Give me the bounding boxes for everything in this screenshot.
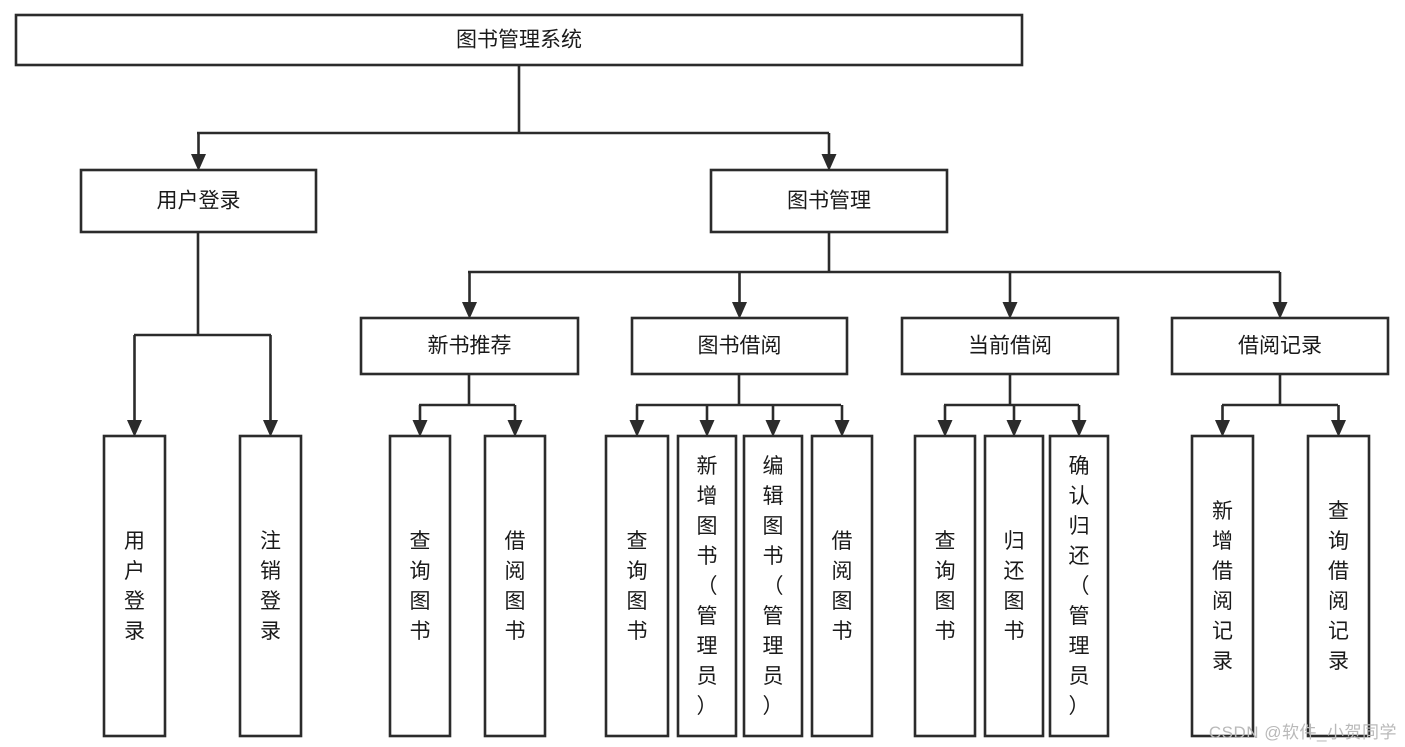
node-l2-user-login[interactable]: 用户登录 <box>79 168 318 234</box>
node-root[interactable]: 图书管理系统 <box>14 13 1024 67</box>
edges-layer <box>127 65 1346 437</box>
node-label: 新增图书（管理员） <box>697 455 718 718</box>
connector-book-borrow-split <box>636 374 841 407</box>
node-label: 新书推荐 <box>428 335 512 358</box>
node-leaf-borrow-book-1[interactable]: 借阅图书 <box>483 434 547 738</box>
connector-new-book-rec-split <box>419 374 515 407</box>
csdn-watermark: CSDN @软件_小贺同学 <box>1208 723 1397 742</box>
edge-l3_current_borrow-to-leaf_confirm_return <box>1071 405 1087 437</box>
node-label: 图书借阅 <box>698 335 782 358</box>
node-l3-borrow-record[interactable]: 借阅记录 <box>1170 316 1390 376</box>
node-leaf-logout[interactable]: 注销登录 <box>238 434 303 738</box>
node-label: 查询借阅记录 <box>1328 500 1349 673</box>
node-l2-book-manage[interactable]: 图书管理 <box>709 168 949 234</box>
edge-l2_user_login-to-leaf_user_login <box>127 335 142 437</box>
edge-root-to-l2_user_login <box>191 133 206 171</box>
edge-l3_new_book_rec-to-leaf_borrow_book_1 <box>507 405 523 437</box>
node-label: 图书管理 <box>787 190 871 213</box>
node-leaf-edit-book[interactable]: 编辑图书（管理员） <box>742 434 804 738</box>
node-label: 当前借阅 <box>968 335 1052 358</box>
node-leaf-add-record[interactable]: 新增借阅记录 <box>1190 434 1255 738</box>
node-label: 新增借阅记录 <box>1212 500 1233 673</box>
node-label: 查询图书 <box>935 530 956 643</box>
node-leaf-query-book-2[interactable]: 查询图书 <box>604 434 670 738</box>
nodes-layer: 图书管理系统用户登录图书管理新书推荐图书借阅当前借阅借阅记录用户登录注销登录查询… <box>14 13 1390 738</box>
node-label: 用户登录 <box>124 530 145 643</box>
node-label: 确认归还（管理员） <box>1069 455 1090 718</box>
edge-l3_borrow_record-to-leaf_add_record <box>1215 405 1230 437</box>
edge-l3_current_borrow-to-leaf_query_book_3 <box>937 405 953 437</box>
node-label: 查询图书 <box>627 530 648 643</box>
edge-l2_book_manage-to-l3_borrow_record <box>1272 272 1288 319</box>
node-l3-book-borrow[interactable]: 图书借阅 <box>630 316 849 376</box>
node-label: 注销登录 <box>260 530 281 643</box>
connector-borrow-record-split <box>1222 374 1338 407</box>
node-leaf-query-record[interactable]: 查询借阅记录 <box>1306 434 1371 738</box>
node-label: 借阅记录 <box>1238 335 1322 358</box>
node-l3-current-borrow[interactable]: 当前借阅 <box>900 316 1120 376</box>
edge-l3_borrow_record-to-leaf_query_record <box>1331 405 1346 437</box>
connector-user-login-split <box>134 232 271 337</box>
node-l3-new-book-rec[interactable]: 新书推荐 <box>359 316 580 376</box>
node-label: 编辑图书（管理员） <box>763 455 784 718</box>
node-leaf-user-login[interactable]: 用户登录 <box>102 434 167 738</box>
node-label: 查询图书 <box>410 530 431 643</box>
node-leaf-query-book-1[interactable]: 查询图书 <box>388 434 452 738</box>
edge-l3_current_borrow-to-leaf_return_book <box>1006 405 1022 437</box>
edge-l2_book_manage-to-l3_current_borrow <box>1002 272 1018 319</box>
connector-book-manage-split <box>468 232 1280 274</box>
node-leaf-return-book[interactable]: 归还图书 <box>983 434 1045 738</box>
edge-l3_new_book_rec-to-leaf_query_book_1 <box>412 405 428 437</box>
node-label: 借阅图书 <box>505 530 526 643</box>
node-label: 借阅图书 <box>832 530 853 643</box>
edge-l2_user_login-to-leaf_logout <box>263 335 278 437</box>
node-leaf-borrow-book-2[interactable]: 借阅图书 <box>810 434 874 738</box>
edge-root-to-l2_book_manage <box>821 133 837 171</box>
connector-root-split <box>197 65 829 135</box>
node-leaf-query-book-3[interactable]: 查询图书 <box>913 434 977 738</box>
node-leaf-confirm-return[interactable]: 确认归还（管理员） <box>1048 434 1110 738</box>
edge-l3_book_borrow-to-leaf_query_book_2 <box>629 405 645 437</box>
edge-l3_book_borrow-to-leaf_add_book <box>699 405 715 437</box>
node-label: 用户登录 <box>157 190 241 213</box>
node-label: 归还图书 <box>1004 530 1025 643</box>
node-label: 图书管理系统 <box>456 29 582 52</box>
node-leaf-add-book[interactable]: 新增图书（管理员） <box>676 434 738 738</box>
edge-l2_book_manage-to-l3_book_borrow <box>732 272 747 319</box>
edge-l3_book_borrow-to-leaf_edit_book <box>765 405 781 437</box>
connector-current-borrow-split <box>944 374 1079 407</box>
edge-l3_book_borrow-to-leaf_borrow_book_2 <box>834 405 850 437</box>
edge-l2_book_manage-to-l3_new_book_rec <box>462 272 477 319</box>
